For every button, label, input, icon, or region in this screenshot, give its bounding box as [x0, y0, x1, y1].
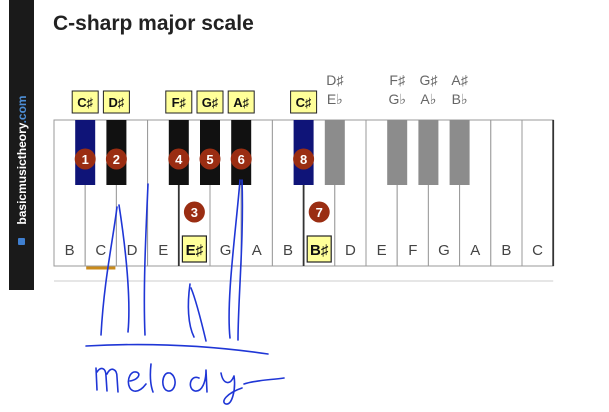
white-key-label-12: G: [438, 242, 450, 259]
site-sidebar: basicmusictheory.com: [9, 0, 34, 290]
black-key-label-2: F♯: [172, 95, 186, 110]
degree-circle-4: [168, 148, 190, 170]
black-key-sharp-name-9: A♯: [451, 72, 468, 88]
degree-circle-6: [230, 148, 252, 170]
black-key-sharp-name-7: F♯: [389, 72, 406, 88]
degree-circle-3: [183, 201, 205, 223]
white-key-14: [490, 119, 523, 267]
degree-number-6: 6: [238, 152, 245, 167]
degree-number-5: 5: [206, 152, 213, 167]
degree-number-2: 2: [113, 152, 120, 167]
white-key-label-5: G: [220, 242, 232, 259]
degree-number-3: 3: [191, 205, 198, 220]
white-key-label-15: C: [532, 242, 543, 259]
white-key-label-14: B: [501, 242, 511, 259]
black-key-flat-name-8: A♭: [420, 91, 436, 107]
black-key-flat-name-9: B♭: [452, 91, 468, 107]
white-key-label-4: E♯: [186, 242, 204, 259]
white-key-label-9: D: [345, 242, 356, 259]
page-title: C-sharp major scale: [53, 12, 254, 35]
white-key-label-7: B: [283, 242, 293, 259]
degree-number-4: 4: [175, 152, 183, 167]
black-key-sharp-name-6: D♯: [326, 72, 344, 88]
black-key-label-box-0: [71, 90, 99, 114]
white-key-label-10: E: [377, 242, 387, 259]
white-key-label-box-4: [181, 235, 207, 263]
black-key-6: [324, 120, 345, 185]
black-key-label-5: C♯: [296, 95, 312, 110]
white-key-label-8: B♯: [310, 242, 329, 259]
degree-circle-1: [74, 148, 96, 170]
black-key-7: [387, 120, 408, 185]
white-key-label-2: D: [127, 242, 138, 259]
black-key-label-4: A♯: [233, 95, 249, 110]
degree-circle-7: [308, 201, 330, 223]
black-key-label-box-2: [165, 90, 193, 114]
site-bullet-icon: [18, 238, 25, 245]
white-key-label-13: A: [470, 242, 480, 259]
white-key-label-0: B: [65, 242, 75, 259]
black-key-label-3: G♯: [202, 95, 219, 110]
degree-circle-8: [293, 148, 315, 170]
black-key-8: [418, 120, 439, 185]
white-key-15: [521, 119, 554, 267]
white-key-label-11: F: [408, 242, 417, 259]
black-key-9: [449, 120, 470, 185]
degree-circle-2: [105, 148, 127, 170]
black-key-flat-name-7: G♭: [388, 91, 406, 107]
degree-number-7: 7: [316, 205, 323, 220]
black-key-label-box-4: [227, 90, 255, 114]
degree-number-8: 8: [300, 152, 307, 167]
white-key-label-6: A: [252, 242, 262, 259]
black-key-label-box-1: [102, 90, 130, 114]
black-key-label-box-3: [196, 90, 224, 114]
degree-circle-5: [199, 148, 221, 170]
black-key-label-box-5: [290, 90, 318, 114]
black-key-label-1: D♯: [108, 95, 124, 110]
white-key-label-box-8: [306, 235, 332, 263]
black-key-label-0: C♯: [77, 95, 93, 110]
white-key-label-1: C: [95, 242, 106, 259]
black-key-flat-name-6: E♭: [327, 91, 343, 107]
black-key-sharp-name-8: G♯: [419, 72, 438, 88]
degree-number-1: 1: [82, 152, 89, 167]
white-key-label-3: E: [158, 242, 168, 259]
